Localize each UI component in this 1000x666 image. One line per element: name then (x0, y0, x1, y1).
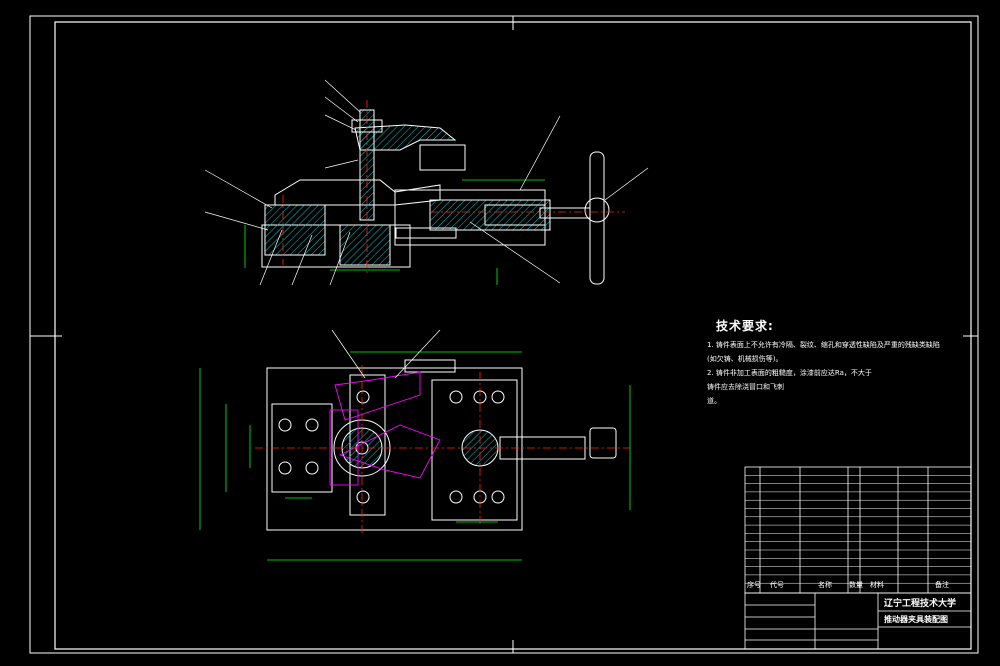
bom-header-name: 名称 (818, 581, 832, 589)
requirement-line: 铸件应去除浇冒口和飞刺 (707, 383, 784, 391)
top-view-dimensions (199, 351, 631, 561)
requirement-line: 道。 (707, 397, 721, 405)
front-view (261, 109, 610, 285)
top-view-leaders (331, 329, 441, 379)
front-view-leaders (204, 79, 649, 286)
parts-list (744, 466, 972, 594)
front-view-dimensions (244, 179, 545, 285)
requirement-line: 2. 铸件非加工表面的粗糙度，涂漆前应达Ra，不大于 (707, 369, 872, 377)
top-view (266, 359, 617, 531)
parts-list-rows (745, 475, 971, 584)
drawing-name: 推动器夹具装配图 (884, 615, 948, 624)
bom-header-code: 代号 (770, 581, 784, 589)
top-view-centerlines (255, 365, 630, 535)
front-view-centerlines (282, 100, 625, 275)
sheet-border (29, 15, 979, 654)
bom-header-remark: 备注 (935, 581, 949, 589)
title-block (744, 592, 972, 650)
technical-requirements-title: 技术要求: (716, 319, 774, 333)
requirement-line: 1. 铸件表面上不允许有冷隔、裂纹、缩孔和穿透性缺陷及严重的残缺类缺陷 (707, 341, 940, 349)
bom-header-seq: 序号 (747, 581, 761, 589)
requirement-line: (如欠铸、机械损伤等)。 (707, 355, 783, 363)
bom-header-qty: 数量 (849, 581, 863, 589)
school-name: 辽宁工程技术大学 (884, 599, 957, 609)
bom-header-material: 材料 (870, 581, 884, 589)
top-view-hidden (329, 371, 441, 486)
